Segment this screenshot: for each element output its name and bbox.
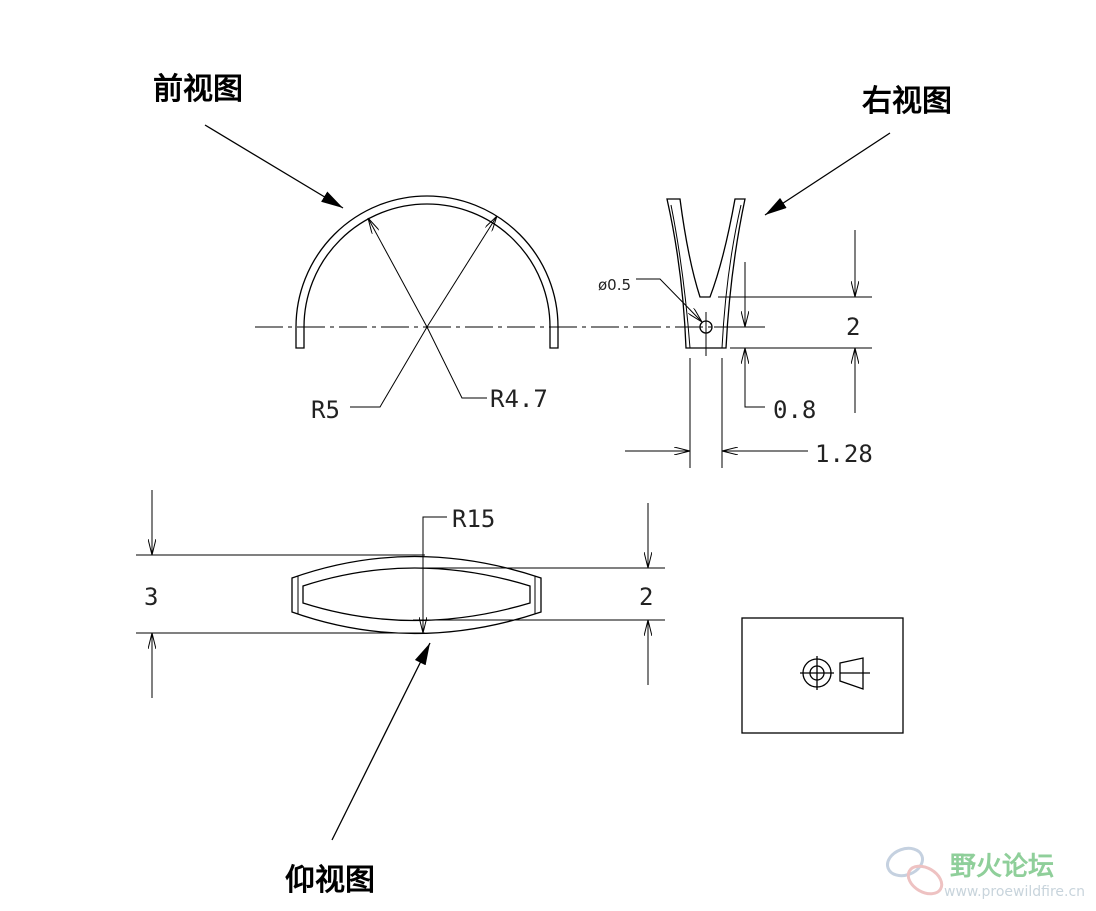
projection-symbol xyxy=(741,617,904,734)
r5-label: R5 xyxy=(311,396,340,424)
height-2-label: 2 xyxy=(846,313,860,341)
r5-leader xyxy=(350,326,428,408)
radius-line-r47 xyxy=(368,218,428,328)
radius-line-r5 xyxy=(426,216,497,328)
right-view: 1.28 2 0.8 ø0.5 xyxy=(598,198,873,468)
height-3-label: 3 xyxy=(144,583,158,611)
right-view-arrow xyxy=(764,132,891,216)
bottom-view: 3 2 R15 xyxy=(136,490,665,698)
bottom-view-arrow xyxy=(331,642,431,841)
front-view-arrow xyxy=(204,124,344,209)
r47-leader xyxy=(426,326,487,399)
watermark-url: www.proewildfire.cn xyxy=(944,884,1086,900)
offset-08-label: 0.8 xyxy=(773,396,816,424)
r47-label: R4.7 xyxy=(490,385,548,413)
height-2b-label: 2 xyxy=(639,583,653,611)
bottom-view-title: 仰视图 xyxy=(285,863,375,898)
front-view-title: 前视图 xyxy=(153,72,243,107)
r15-label: R15 xyxy=(452,505,495,533)
hole-diameter-label: ø0.5 xyxy=(598,276,631,294)
right-view-title: 右视图 xyxy=(862,84,952,119)
width-128-label: 1.28 xyxy=(815,440,873,468)
front-view: R5 R4.7 xyxy=(255,195,765,424)
watermark-logo-icon xyxy=(886,846,944,896)
watermark-name: 野火论坛 xyxy=(950,852,1055,882)
